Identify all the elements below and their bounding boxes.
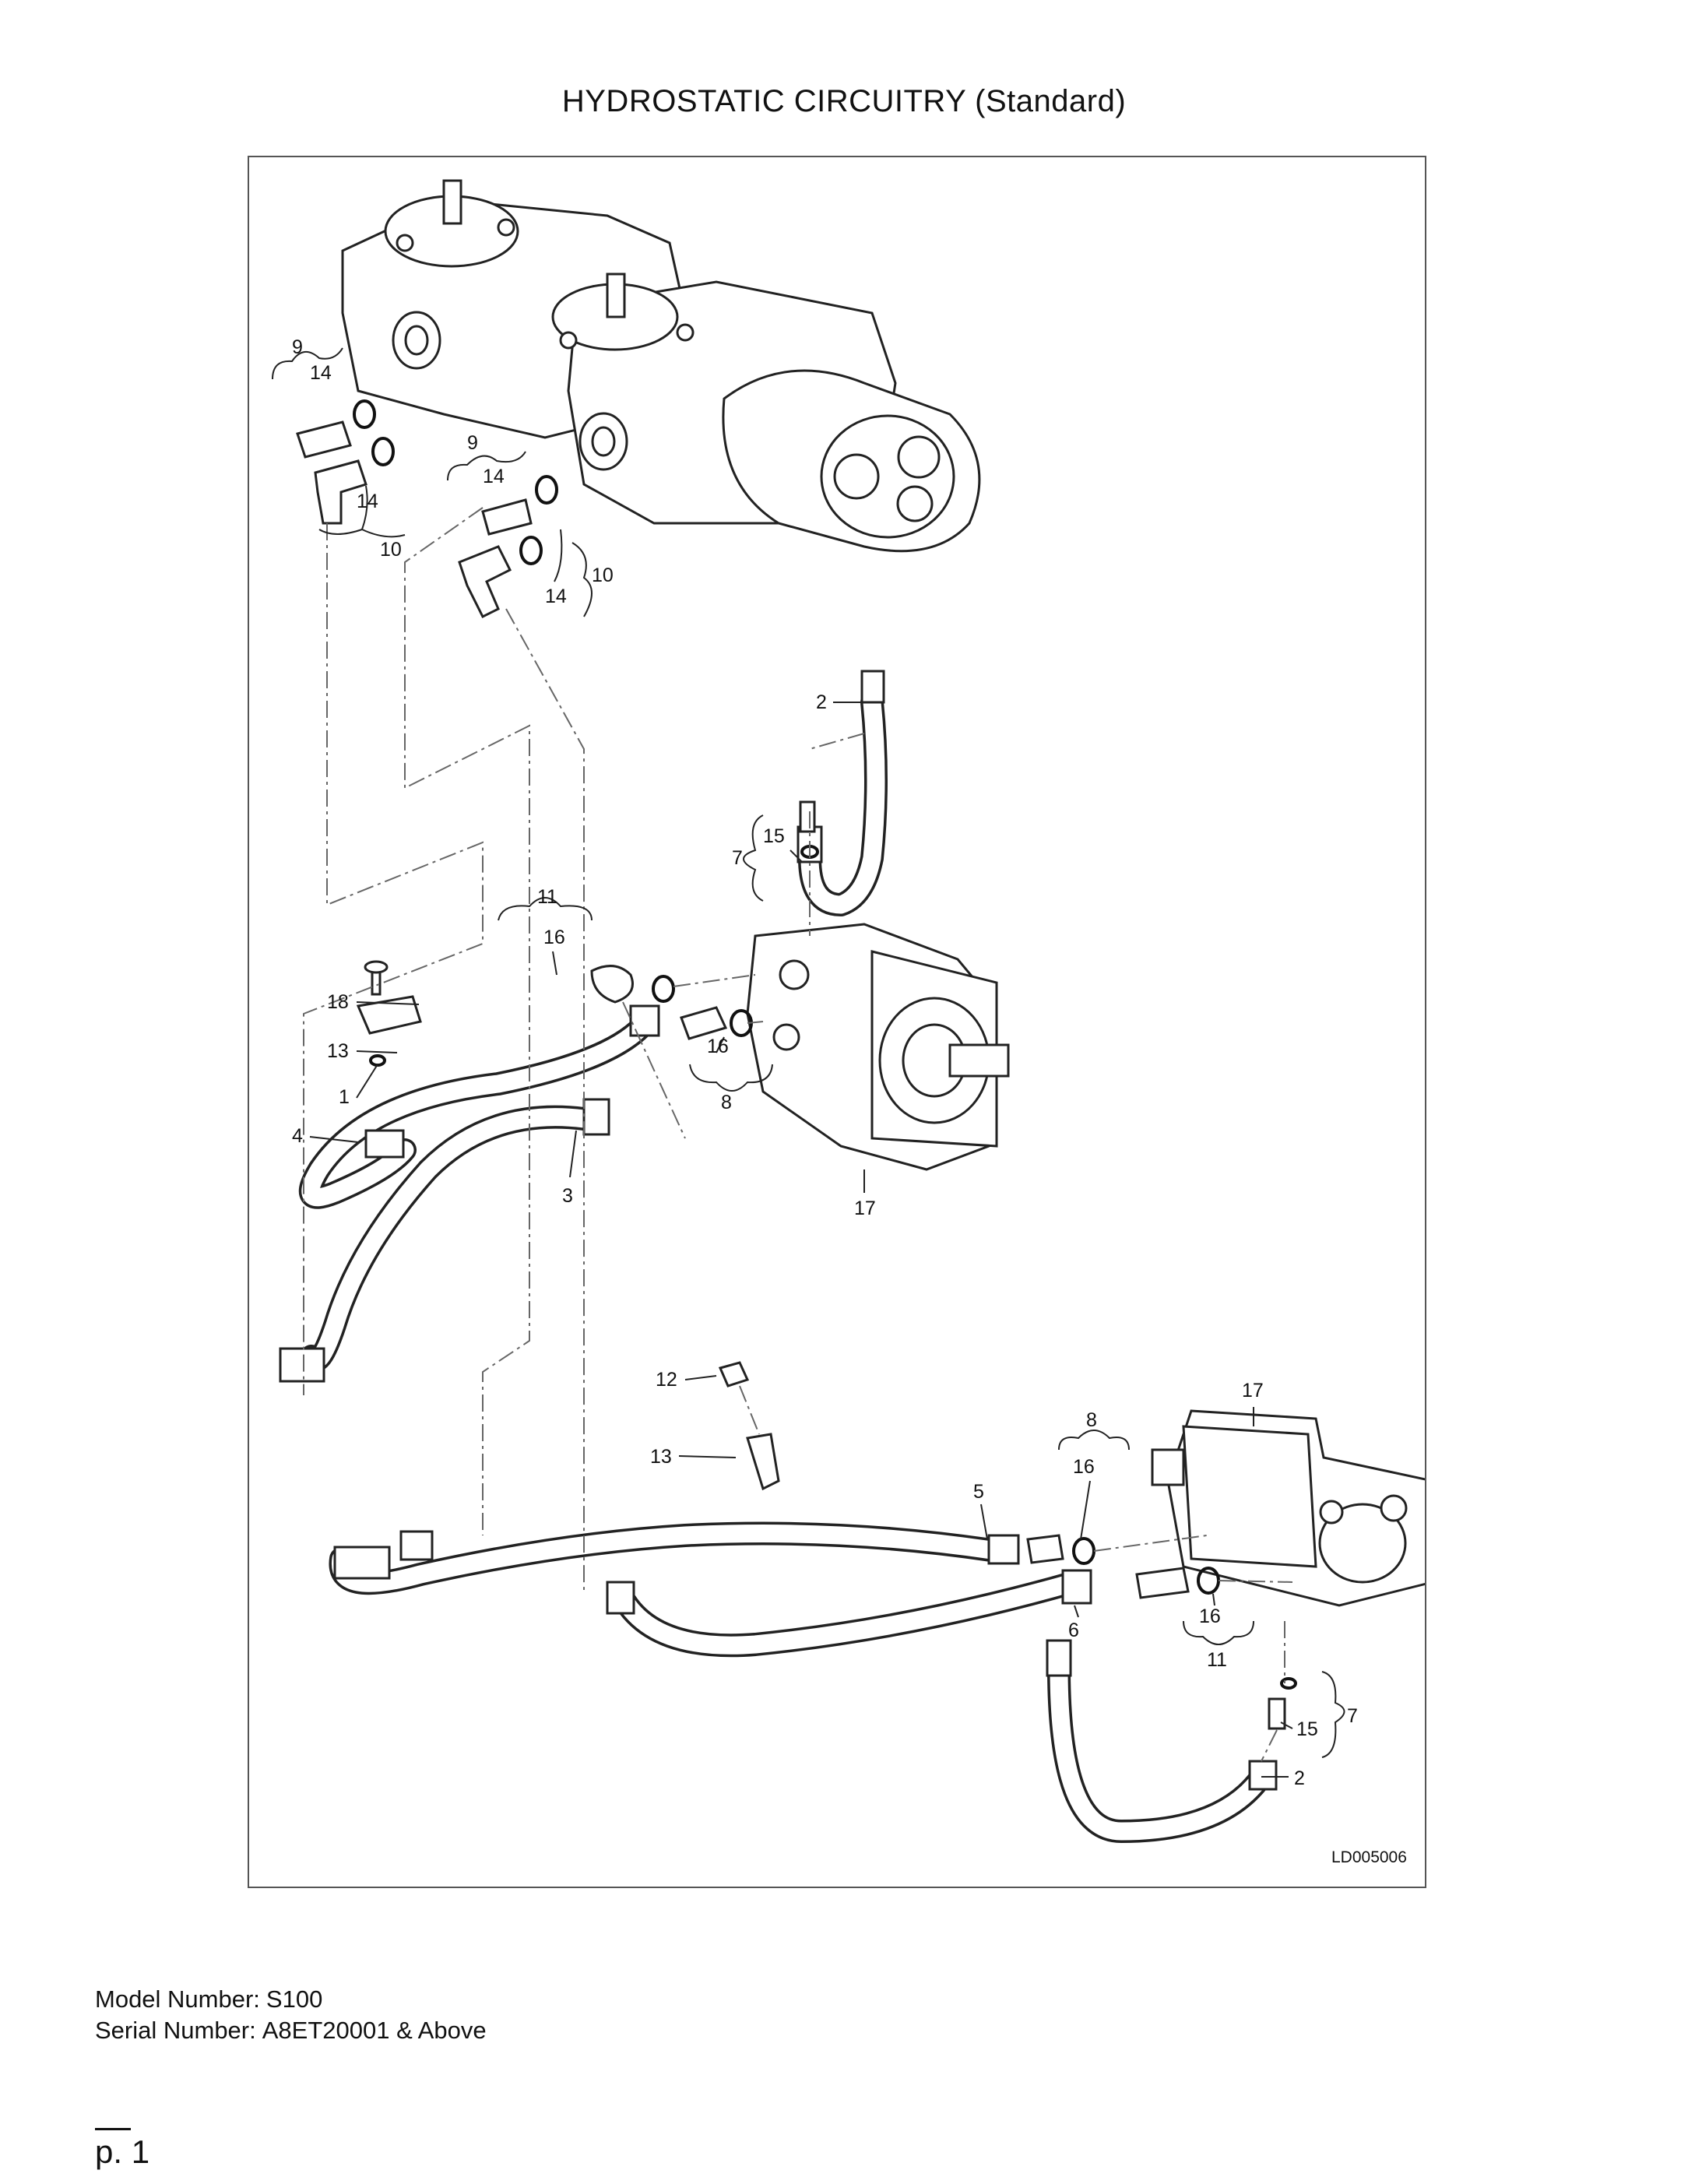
callout-8: 8 <box>721 1092 732 1113</box>
callout-18: 18 <box>327 991 349 1013</box>
callout-3: 3 <box>562 1185 573 1207</box>
serial-number: Serial Number:A8ET20001 & Above <box>95 2017 487 2045</box>
callout-15: 15 <box>763 825 785 847</box>
callout-16: 16 <box>1199 1605 1221 1627</box>
callout-14: 14 <box>545 586 567 607</box>
callout-10: 10 <box>592 564 614 586</box>
callout-7: 7 <box>1347 1705 1358 1727</box>
callout-1: 1 <box>339 1086 350 1108</box>
callout-11: 11 <box>1207 1649 1227 1671</box>
callout-7: 7 <box>732 847 743 869</box>
callout-labels: 9 14 14 10 9 14 14 10 2 7 15 11 16 16 8 … <box>292 336 1358 1789</box>
callout-2: 2 <box>1294 1767 1305 1789</box>
callout-9: 9 <box>292 336 303 358</box>
callout-14: 14 <box>357 491 378 512</box>
callout-12: 12 <box>656 1369 677 1391</box>
diagram-frame: .part { fill: #fff; stroke: #222; stroke… <box>248 156 1426 1888</box>
callout-10: 10 <box>380 539 402 561</box>
callout-17: 17 <box>1242 1380 1264 1401</box>
hose-fittings <box>279 670 1278 1791</box>
callout-8: 8 <box>1086 1409 1097 1431</box>
callout-16: 16 <box>543 927 565 948</box>
callout-11: 11 <box>537 886 557 908</box>
callout-15: 15 <box>1296 1718 1318 1740</box>
motor-fittings <box>356 800 1297 1730</box>
pump-fittings <box>296 399 558 619</box>
hydrostatic-circuit-drawing: .part { fill: #fff; stroke: #222; stroke… <box>272 179 1425 1866</box>
connection-paths <box>303 507 1293 1762</box>
leader-lines <box>272 347 1345 1778</box>
serial-number-value: A8ET20001 & Above <box>262 2017 487 2044</box>
callout-16: 16 <box>1073 1456 1095 1478</box>
callout-14: 14 <box>310 362 332 384</box>
model-number-value: S100 <box>266 1985 323 2013</box>
callout-13: 13 <box>327 1040 349 1062</box>
callout-9: 9 <box>467 432 478 454</box>
callout-16: 16 <box>707 1036 729 1057</box>
model-number-label: Model Number: <box>95 1985 260 2013</box>
callout-2: 2 <box>816 691 827 713</box>
callout-6: 6 <box>1068 1620 1079 1641</box>
callout-13: 13 <box>650 1446 672 1468</box>
model-number: Model Number:S100 <box>95 1985 322 2013</box>
page-rule <box>95 2128 131 2130</box>
drive-motor-lower <box>1151 1409 1425 1607</box>
serial-number-label: Serial Number: <box>95 2017 256 2044</box>
drawing-code: LD005006 <box>1331 1848 1407 1866</box>
hose-assemblies <box>298 691 1273 1843</box>
callout-5: 5 <box>973 1481 984 1503</box>
page-title: HYDROSTATIC CIRCUITRY (Standard) <box>561 84 1127 118</box>
callout-17: 17 <box>854 1198 876 1219</box>
page-number: p. 1 <box>95 2133 150 2170</box>
tandem-pump-assembly <box>341 179 981 553</box>
drive-motor-upper <box>746 923 1010 1171</box>
callout-14: 14 <box>483 466 505 487</box>
callout-4: 4 <box>292 1125 303 1147</box>
